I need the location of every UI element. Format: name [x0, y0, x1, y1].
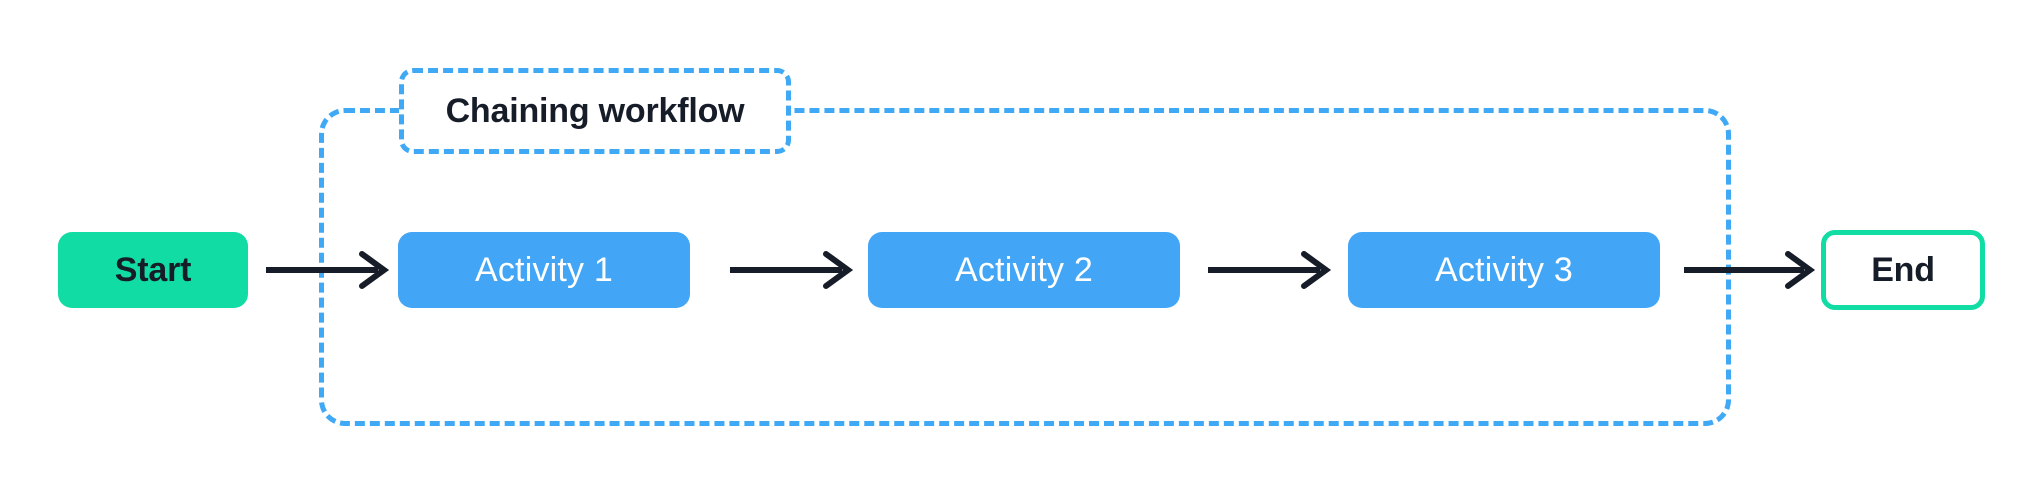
group-label-text: Chaining workflow: [445, 91, 745, 130]
node-activity-1[interactable]: Activity 1: [398, 232, 690, 308]
node-end[interactable]: End: [1821, 230, 1985, 310]
node-activity-2-label: Activity 2: [954, 250, 1094, 289]
node-activity-3[interactable]: Activity 3: [1348, 232, 1660, 308]
node-start-label: Start: [114, 250, 192, 289]
node-activity-2[interactable]: Activity 2: [868, 232, 1180, 308]
node-start[interactable]: Start: [58, 232, 248, 308]
node-activity-3-label: Activity 3: [1434, 250, 1574, 289]
node-activity-1-label: Activity 1: [474, 250, 614, 289]
node-end-label: End: [1871, 250, 1935, 289]
chaining-workflow-group-label: Chaining workflow: [399, 68, 791, 154]
